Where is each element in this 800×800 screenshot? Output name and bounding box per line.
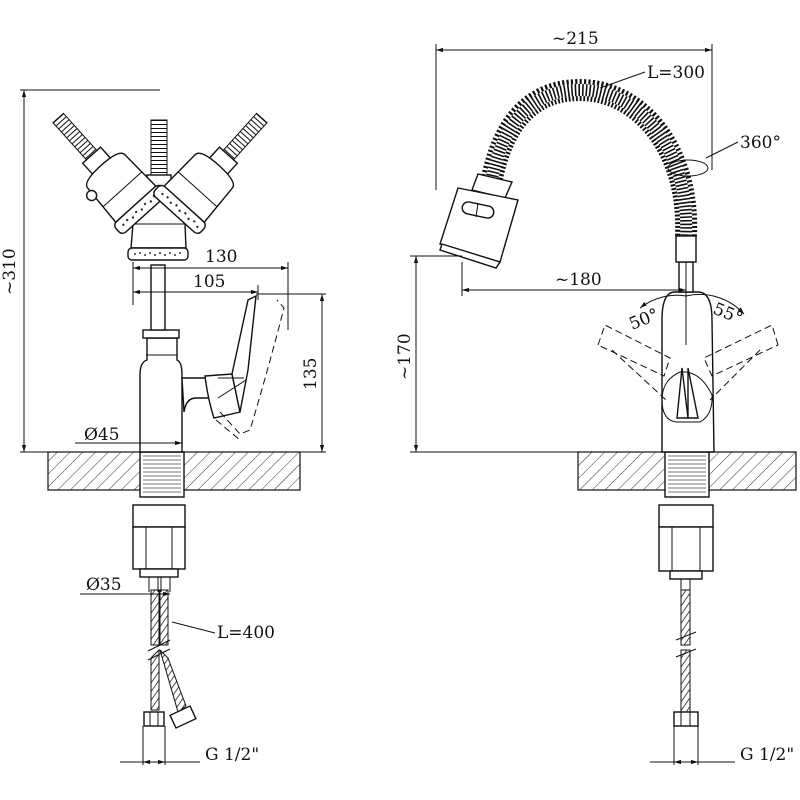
svg-text:L=300: L=300 bbox=[647, 63, 705, 83]
label-flex-length: L=300 bbox=[599, 63, 705, 89]
svg-text:Ø45: Ø45 bbox=[84, 425, 120, 445]
side-view: ~310 130 105 135 Ø45 bbox=[0, 89, 326, 765]
faucet-body-front bbox=[661, 291, 715, 453]
svg-text:130: 130 bbox=[205, 247, 237, 267]
svg-text:135: 135 bbox=[301, 358, 321, 390]
supply-hoses-left bbox=[142, 577, 197, 765]
label-rotation: 360° bbox=[667, 133, 781, 177]
spout-tube-side bbox=[150, 264, 166, 331]
dim-shank-diameter: Ø35 bbox=[80, 575, 170, 597]
supply-hose-right bbox=[673, 579, 699, 765]
dim-width-total: ~215 bbox=[435, 29, 713, 190]
dim-height-total: ~310 bbox=[0, 89, 160, 453]
faucet-body-side bbox=[139, 294, 285, 453]
svg-text:360°: 360° bbox=[740, 133, 781, 153]
dim-spout-height: ~170 bbox=[395, 255, 578, 453]
svg-text:G 1/2": G 1/2" bbox=[205, 745, 259, 765]
svg-text:~310: ~310 bbox=[0, 248, 20, 295]
spray-head-front bbox=[439, 173, 519, 269]
label-hose-length: L=400 bbox=[171, 621, 275, 643]
dim-body-diameter: Ø45 bbox=[75, 425, 182, 446]
svg-text:105: 105 bbox=[193, 272, 225, 292]
dim-body-reach: 105 bbox=[133, 272, 259, 300]
dim-handle-reach: 130 bbox=[132, 247, 289, 330]
svg-text:L=400: L=400 bbox=[217, 623, 275, 643]
mounting-nut-right bbox=[658, 504, 714, 580]
dim-spout-reach: ~180 bbox=[461, 262, 687, 296]
svg-text:~180: ~180 bbox=[555, 270, 602, 290]
mounting-nut-left bbox=[132, 504, 186, 578]
dim-handle-height: 135 bbox=[256, 293, 326, 453]
label-thread-left: G 1/2" bbox=[120, 745, 259, 765]
svg-text:G 1/2": G 1/2" bbox=[740, 745, 794, 765]
svg-text:~170: ~170 bbox=[395, 333, 415, 380]
svg-text:~215: ~215 bbox=[552, 29, 599, 49]
shower-head-tilted-right bbox=[153, 112, 268, 234]
mounting-thread-left bbox=[139, 451, 185, 498]
svg-text:Ø35: Ø35 bbox=[86, 575, 122, 595]
shower-head-tilted-left bbox=[52, 112, 167, 234]
mounting-thread-right bbox=[664, 451, 710, 498]
svg-text:55°: 55° bbox=[710, 299, 745, 329]
svg-text:50°: 50° bbox=[626, 305, 661, 335]
label-thread-right: G 1/2" bbox=[650, 745, 794, 765]
front-view: 50° 55° ~215 L=300 bbox=[395, 29, 797, 765]
